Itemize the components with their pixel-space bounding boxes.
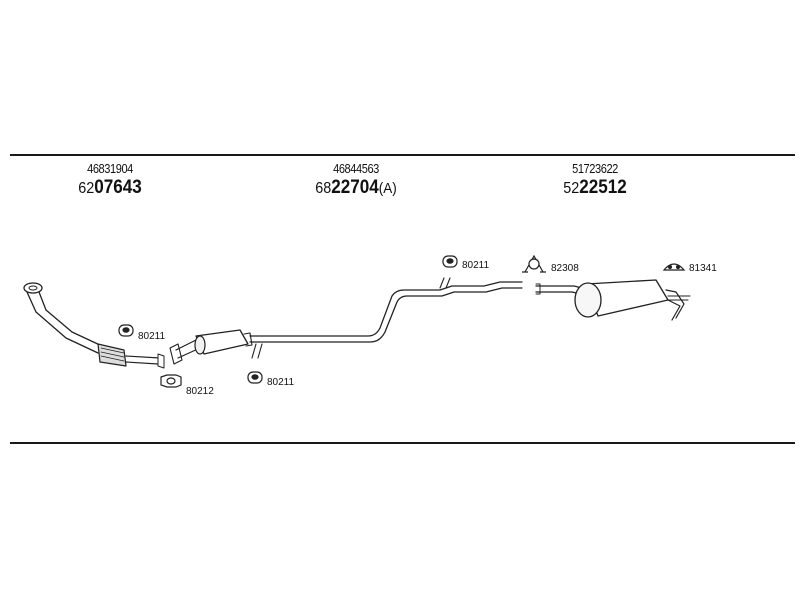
article-prefix: 62 xyxy=(78,180,95,197)
rubber-mount-icon xyxy=(118,324,134,337)
callout-label: 81341 xyxy=(689,263,717,274)
rubber-strap-icon xyxy=(662,263,686,271)
gasket-icon xyxy=(160,374,182,388)
article-suffix: (A) xyxy=(378,180,397,197)
top-divider xyxy=(10,154,795,156)
callout-label: 80211 xyxy=(138,331,166,342)
part-header-front-pipe: 46831904 6207643 xyxy=(60,162,160,197)
clamp-icon xyxy=(522,254,546,273)
callout-label: 80211 xyxy=(462,260,490,271)
article-number: 5222512 xyxy=(550,178,640,197)
callout-label: 80212 xyxy=(186,386,214,397)
callout-label: 82308 xyxy=(551,263,579,274)
rubber-mount-icon xyxy=(442,255,458,268)
article-prefix: 68 xyxy=(315,180,332,197)
oe-number: 51723622 xyxy=(572,161,618,176)
bottom-divider xyxy=(10,442,795,444)
article-code: 22512 xyxy=(579,177,627,198)
article-number: 6822704(A) xyxy=(302,178,410,197)
middle-silencer-section xyxy=(169,277,523,365)
article-number: 6207643 xyxy=(65,178,155,197)
part-header-middle-silencer: 46844563 6822704(A) xyxy=(296,162,416,197)
callout-label: 80211 xyxy=(267,377,295,388)
rear-silencer xyxy=(535,279,691,321)
article-code: 07643 xyxy=(94,177,142,198)
oe-number: 46831904 xyxy=(87,161,133,176)
article-code: 22704 xyxy=(331,177,379,198)
rubber-mount-icon xyxy=(247,371,263,384)
article-prefix: 52 xyxy=(563,180,580,197)
front-pipe xyxy=(23,282,165,369)
part-header-rear-silencer: 51723622 5222512 xyxy=(545,162,645,197)
oe-number: 46844563 xyxy=(333,161,379,176)
